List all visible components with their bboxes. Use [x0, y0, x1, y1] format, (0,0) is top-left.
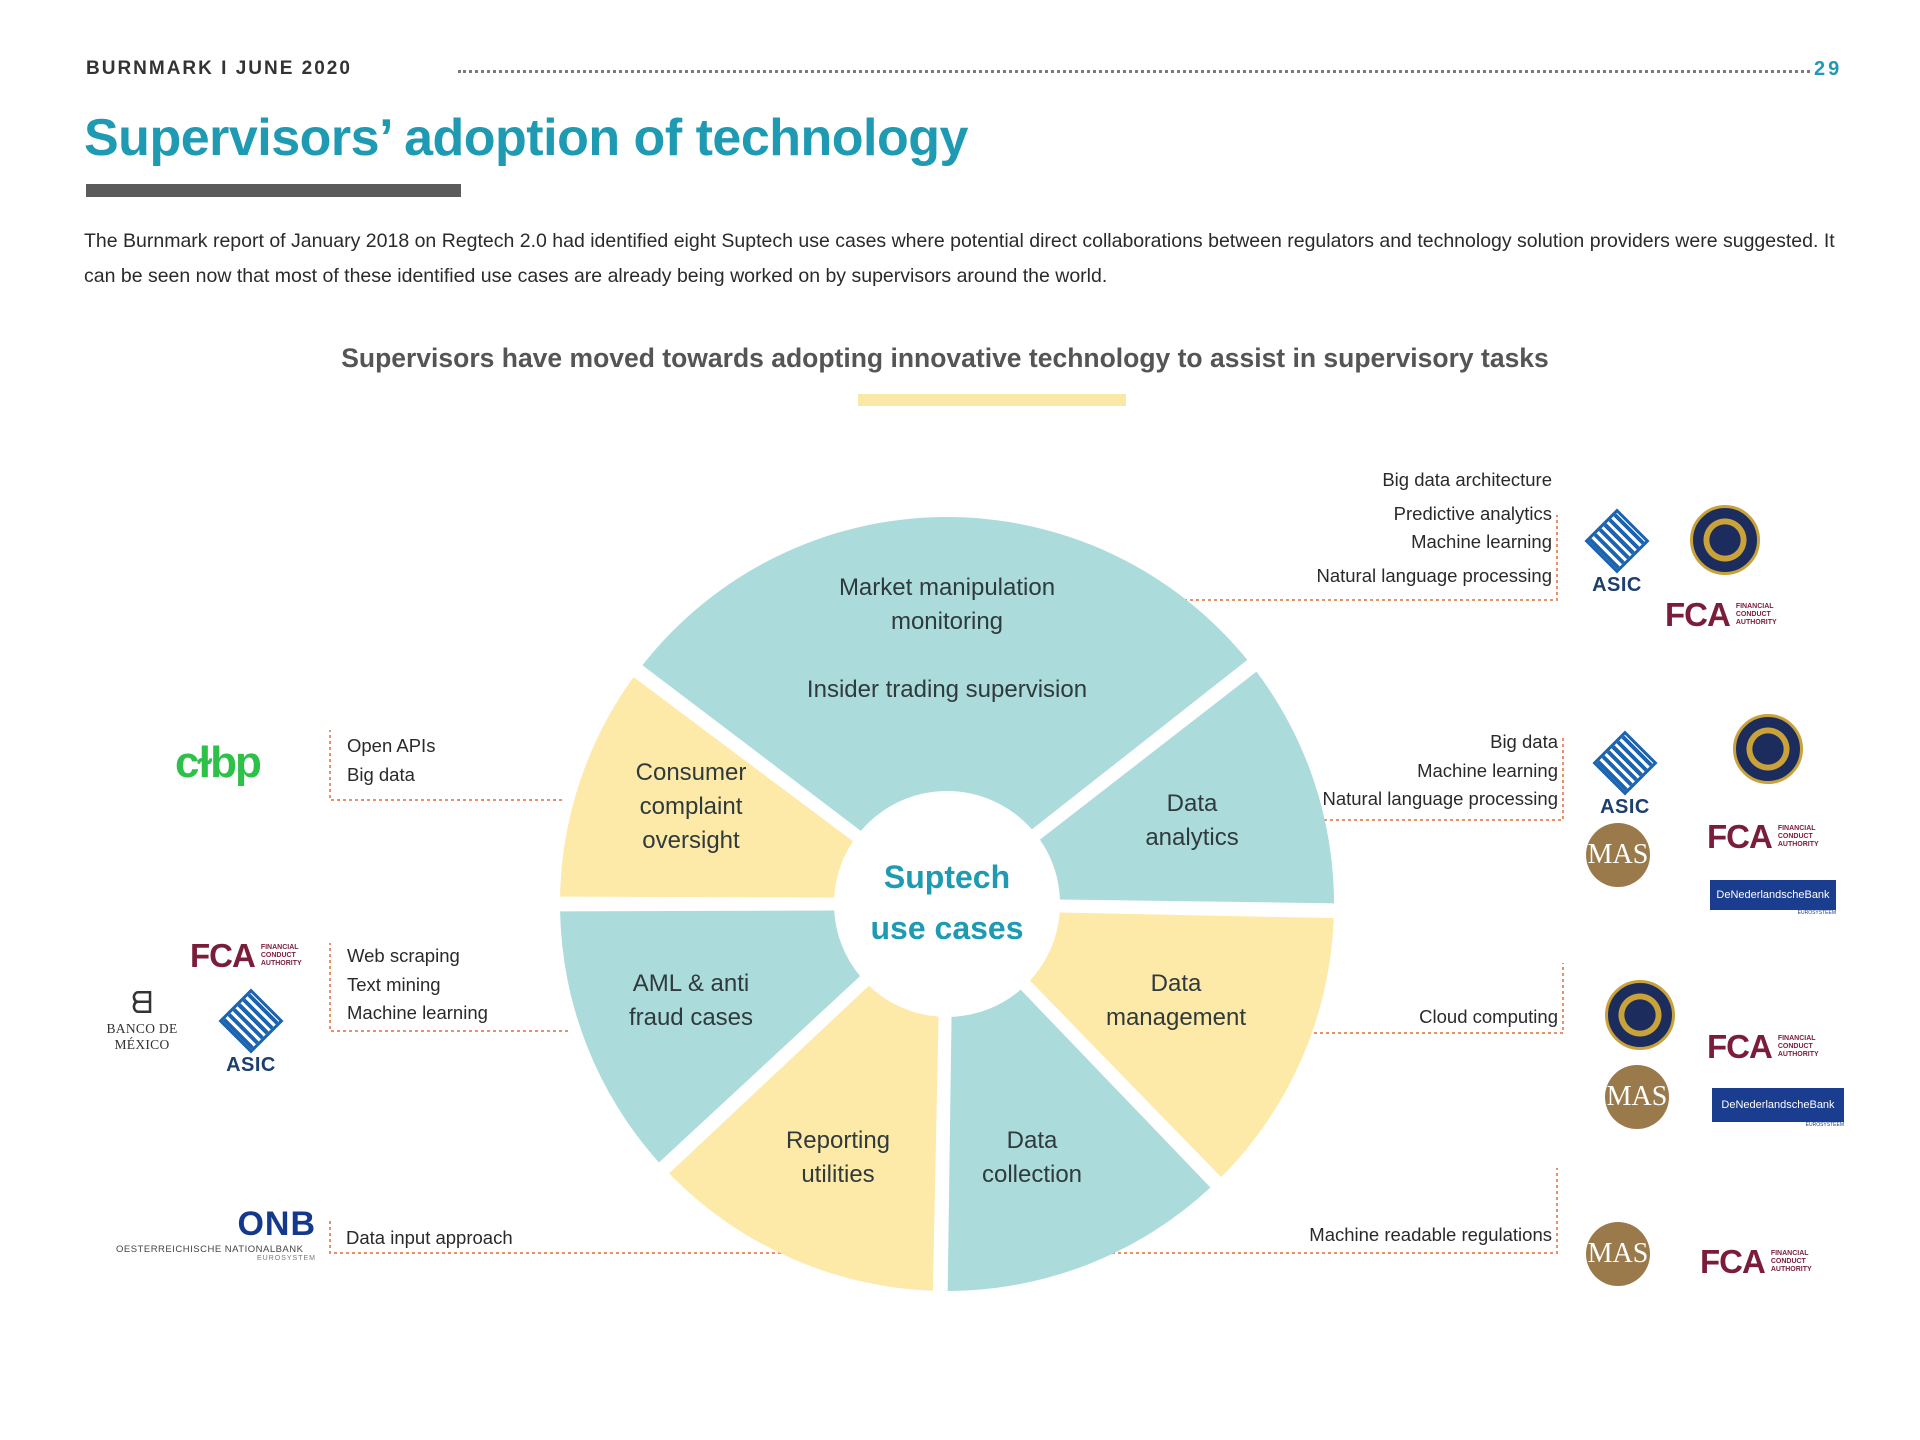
dnb-logo: DeNederlandscheBank EUROSYSTEEM [1710, 880, 1836, 916]
tech-item: Data input approach [346, 1227, 513, 1248]
segment-reporting-label-2: utilities [801, 1161, 874, 1188]
connector-management [1296, 963, 1564, 1034]
connector-market [1178, 515, 1558, 601]
page-number: 29 [1814, 58, 1843, 80]
segment-reporting-label-1: Reporting [786, 1127, 890, 1154]
segment-market-label-1: Market manipulation [839, 574, 1055, 601]
tech-list-management: Cloud computing [1208, 1003, 1558, 1032]
subtitle-underline [858, 394, 1126, 406]
sec-seal-logo [1690, 505, 1760, 575]
connector-analytics [1306, 735, 1564, 821]
center-label-line1: Suptech [884, 859, 1010, 895]
tech-item: Big data architecture [1382, 469, 1552, 490]
segment-market-label-2: monitoring [891, 608, 1003, 635]
segment-collection-label-1: Data [1007, 1127, 1058, 1154]
banco-de-mexico-logo: ᗺ BANCO DE MÉXICO [106, 987, 178, 1052]
center-label-line2: use cases [870, 910, 1023, 946]
asic-diamond-icon [1584, 508, 1650, 574]
onb-logo: ONB OESTERREICHISCHE NATIONALBANK EUROSY… [116, 1205, 316, 1262]
tech-item: Open APIs [347, 735, 436, 756]
sec-seal-logo [1605, 980, 1675, 1050]
mas-logo: MAS [1586, 823, 1650, 887]
tech-list-market: Big data architecture Predictive analyti… [1200, 466, 1552, 590]
tech-item: Cloud computing [1419, 1006, 1558, 1027]
mas-logo: MAS [1605, 1065, 1669, 1129]
tech-item: Predictive analytics [1393, 502, 1552, 524]
tech-list-reporting: Data input approach [346, 1224, 513, 1253]
dnb-logo: DeNederlandscheBank EUROSYSTEEM [1712, 1088, 1844, 1128]
tech-list-consumer: Open APIs Big data [347, 732, 435, 789]
segment-management-label-2: management [1106, 1004, 1246, 1031]
tech-item: Text mining [347, 973, 441, 995]
mas-logo: MAS [1586, 1222, 1650, 1286]
segment-management-label-1: Data [1151, 970, 1202, 997]
connector-aml [329, 943, 568, 1032]
sec-seal-logo [1733, 714, 1803, 784]
segment-market [642, 517, 1248, 831]
connector-consumer [329, 730, 562, 801]
tech-item: Web scraping [347, 945, 460, 966]
tech-list-analytics: Big data Machine learning Natural langua… [1208, 728, 1558, 814]
segment-collection [947, 989, 1211, 1291]
segment-consumer [560, 677, 853, 898]
asic-logo: ASIC [216, 988, 286, 1077]
tech-item: Machine learning [1417, 759, 1558, 781]
report-header: BURNMARK I JUNE 2020 [86, 58, 352, 79]
segment-aml [560, 910, 861, 1163]
asic-diamond-icon [1592, 730, 1658, 796]
cibp-logo: cɫbp [175, 738, 262, 787]
connector-regulations [1094, 1168, 1558, 1254]
connector-reporting [329, 1218, 781, 1254]
intro-paragraph: The Burnmark report of January 2018 on R… [84, 230, 1835, 287]
asic-logo: ASIC [1590, 730, 1660, 819]
asic-diamond-icon [218, 988, 284, 1054]
tech-list-aml: Web scraping Text mining Machine learnin… [347, 942, 488, 1028]
title-underline [86, 184, 461, 197]
tech-item: Machine learning [347, 1002, 488, 1023]
tech-item: Machine learning [1411, 531, 1552, 552]
page-title: Supervisors’ adoption of technology [84, 109, 968, 167]
asic-logo: ASIC [1582, 508, 1652, 597]
tech-item: Natural language processing [1316, 564, 1552, 586]
diagram-subtitle: Supervisors have moved towards adopting … [341, 343, 1549, 373]
header-divider [458, 70, 1810, 73]
segment-consumer-label-2: complaint [640, 793, 743, 820]
segment-analytics-label-2: analytics [1145, 824, 1238, 851]
segment-consumer-label-1: Consumer [636, 759, 747, 786]
segment-collection-label-2: collection [982, 1161, 1082, 1188]
segment-analytics [1039, 671, 1334, 904]
segment-aml-label-2: fraud cases [629, 1004, 753, 1031]
segment-management [1030, 912, 1334, 1178]
tech-list-regulations: Machine readable regulations [1150, 1221, 1552, 1250]
tech-item: Machine readable regulations [1309, 1224, 1552, 1245]
tech-item: Big data [1490, 731, 1558, 752]
tech-item: Natural language processing [1322, 788, 1558, 809]
segment-consumer-label-3: oversight [642, 827, 740, 854]
wheel-center [844, 801, 1050, 1007]
segment-aml-label-1: AML & anti [633, 970, 750, 997]
segment-market-label-3: Insider trading supervision [807, 676, 1087, 703]
segment-analytics-label-1: Data [1167, 790, 1218, 817]
segment-reporting [669, 985, 939, 1291]
tech-item: Big data [347, 763, 415, 785]
